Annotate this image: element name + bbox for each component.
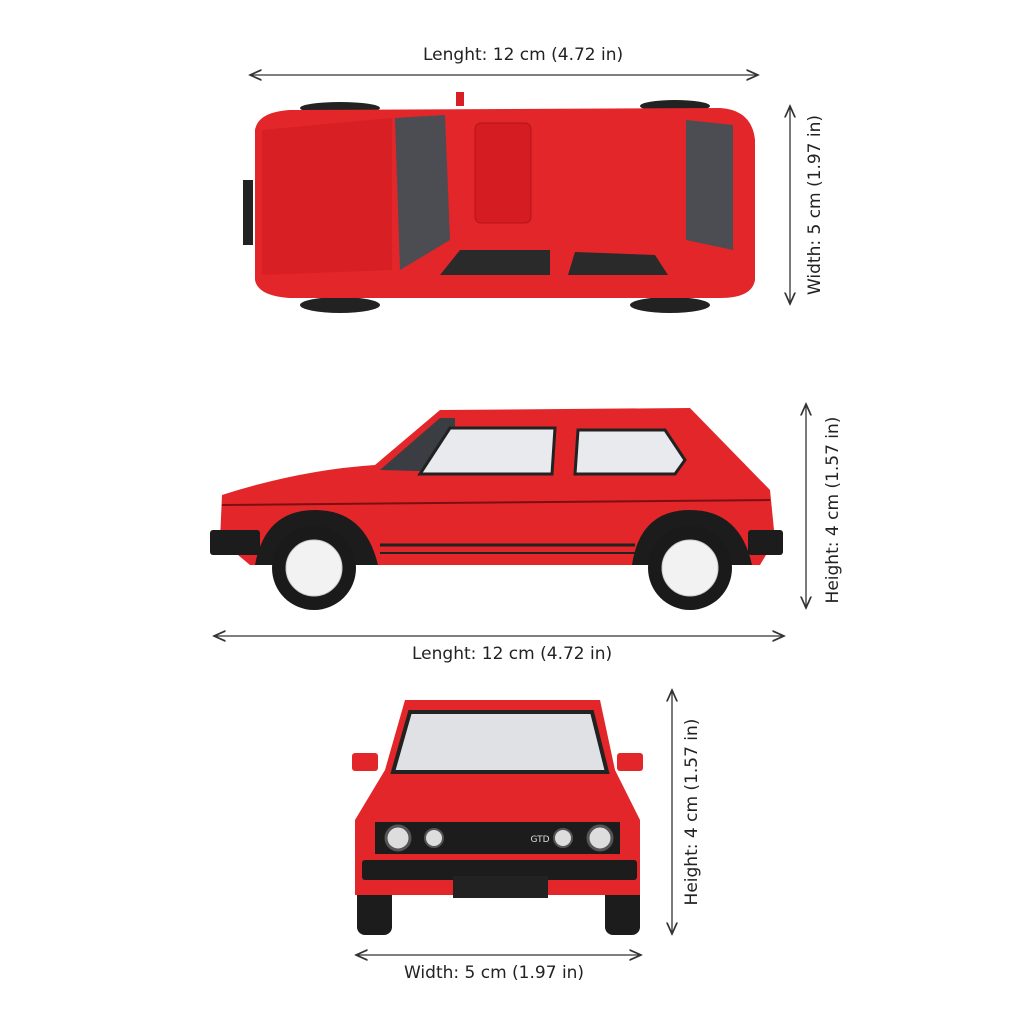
- top-length-label: Lenght: 12 cm (4.72 in): [423, 45, 624, 65]
- side-length-label: Lenght: 12 cm (4.72 in): [412, 644, 613, 664]
- car-front-view: GTD: [352, 700, 643, 935]
- front-height-label: Height: 4 cm (1.57 in): [682, 718, 702, 906]
- svg-text:GTD: GTD: [530, 835, 549, 845]
- top-width-label: Width: 5 cm (1.97 in): [805, 114, 825, 296]
- car-side-view: [210, 408, 783, 610]
- car-top-view: [243, 92, 755, 313]
- side-height-label: Height: 4 cm (1.57 in): [823, 416, 843, 604]
- front-width-label: Width: 5 cm (1.97 in): [404, 963, 585, 983]
